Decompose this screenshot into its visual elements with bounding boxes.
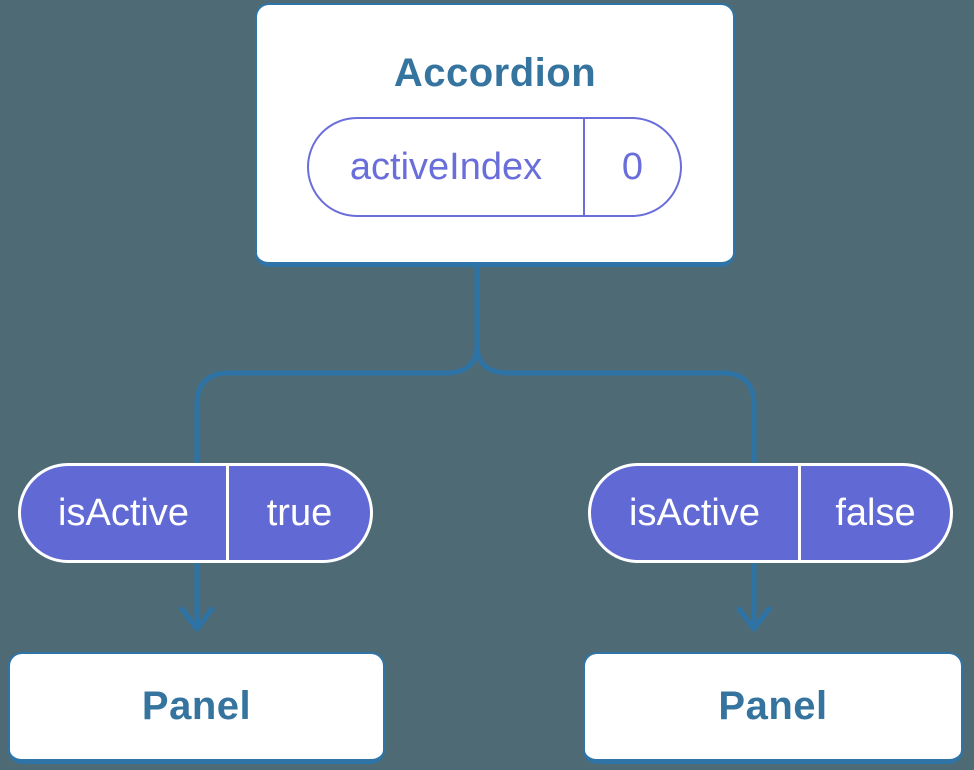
panel-node-label: Panel bbox=[141, 684, 252, 728]
panel-node-label: Panel bbox=[718, 684, 828, 728]
prop-value-label: true bbox=[266, 491, 333, 534]
state-name-label: activeIndex bbox=[309, 119, 585, 215]
prop-pill-isactive-false: isActive false bbox=[588, 463, 953, 563]
state-value-label: 0 bbox=[621, 145, 644, 188]
panel-node-left: Panel bbox=[8, 652, 385, 764]
arrow-down-icon-right bbox=[736, 606, 772, 632]
panel-node-right: Panel bbox=[583, 652, 963, 764]
state-pill-activeindex: activeIndex 0 bbox=[307, 117, 682, 217]
prop-value-label: false bbox=[835, 491, 916, 534]
connector-left-branch bbox=[194, 263, 480, 625]
prop-name-label: isActive bbox=[591, 466, 801, 560]
arrow-down-icon-left bbox=[179, 606, 215, 632]
accordion-node-title: Accordion bbox=[393, 51, 597, 95]
connector-right-branch bbox=[474, 263, 757, 625]
prop-pill-isactive-true: isActive true bbox=[18, 463, 373, 563]
prop-name-label: isActive bbox=[21, 466, 229, 560]
